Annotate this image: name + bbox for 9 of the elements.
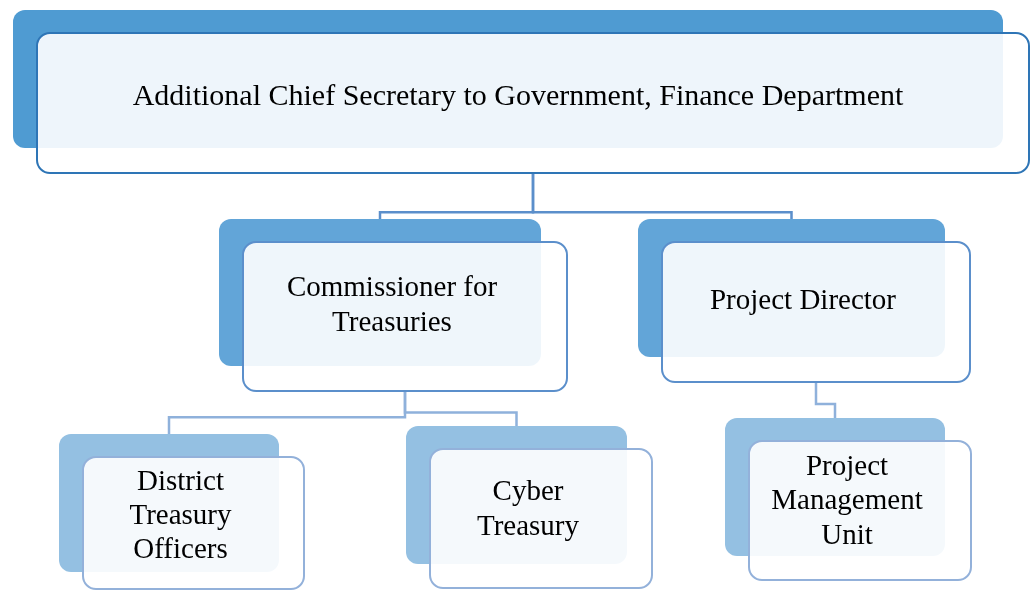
position-title: Additional Chief Secretary to Government, Finance Department <box>132 77 904 113</box>
connector-line <box>531 174 793 219</box>
position-title: Project Director <box>710 281 896 317</box>
position-title: Project Management Unit <box>770 448 924 551</box>
connector-line <box>814 383 837 418</box>
position-title: Commissioner for Treasuries <box>285 269 499 338</box>
position-title: Cyber Treasury <box>475 473 580 542</box>
connector-line <box>403 392 518 426</box>
position-title: District Treasury Officers <box>128 462 233 566</box>
